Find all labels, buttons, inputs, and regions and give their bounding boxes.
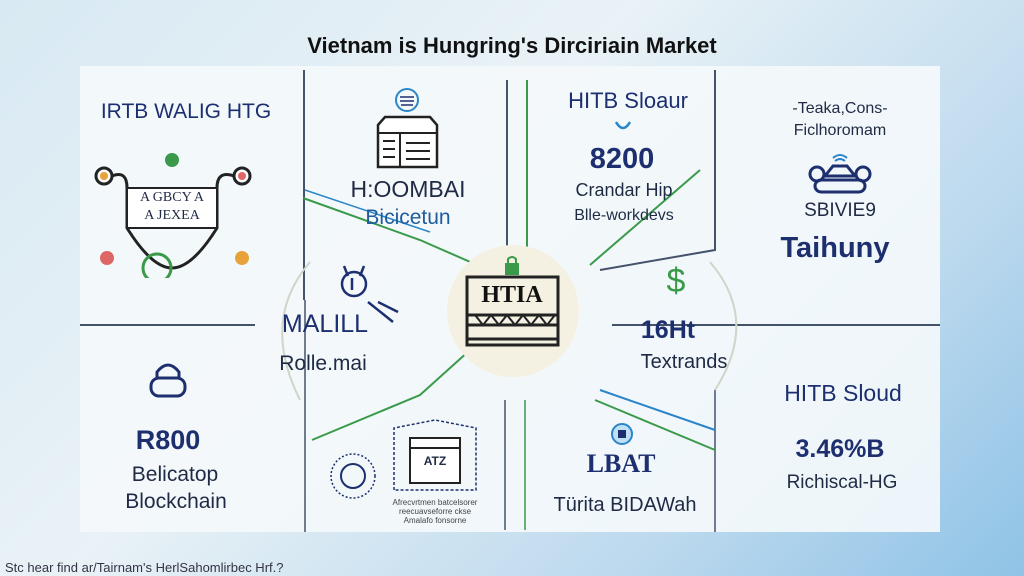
top-center-right-value: 8200 xyxy=(589,143,655,175)
globe-icon xyxy=(611,423,633,445)
seal-icon xyxy=(330,453,376,499)
shield-text-2: A JEXEA xyxy=(144,208,200,223)
footer-caption: Stc hear find ar/Tairnam's HerlSahomlirb… xyxy=(5,560,284,575)
page-title: Vietnam is Hungring's Dirciriain Market xyxy=(307,33,717,58)
stamp-caption: Afrecvrtmen batcelsorer reecuavseforre c… xyxy=(392,498,478,525)
bottom-center-right-logo: LBAT xyxy=(586,449,656,478)
bottom-right-value: 3.46%B xyxy=(795,435,885,463)
top-center-right-sub: Blle-workdevs xyxy=(574,207,674,224)
server-building-icon xyxy=(376,88,439,169)
shield-text-1: A GBCY A xyxy=(139,190,205,205)
top-right-line2: Ficlhoromam xyxy=(793,122,887,139)
mid-left-sub: Rolle.mai xyxy=(279,352,367,375)
dollar-icon: $ xyxy=(666,262,686,300)
top-center-left-label: H:OOMBAI xyxy=(350,176,466,202)
mid-left-heading: MALILL xyxy=(281,310,369,338)
lock-icon xyxy=(149,363,187,398)
mid-right-label: Textrands xyxy=(640,351,728,373)
top-center-right-heading: HITB Sloaur xyxy=(568,88,688,113)
top-center-left-sub: Bicicetun xyxy=(365,206,451,229)
bottom-left-label: Belicatop xyxy=(131,463,219,486)
shield-crest-icon xyxy=(94,153,252,278)
cat-tool-icon xyxy=(340,265,399,323)
bottom-left-sub: Blockchain xyxy=(125,490,227,513)
top-center-right-label: Crandar Hip xyxy=(575,180,673,200)
bottom-left-value: R800 xyxy=(135,425,201,455)
center-label: HTIA xyxy=(481,282,543,308)
top-right-label: SBIVIE9 xyxy=(804,200,876,221)
top-left-heading: IRTB WALIG HTG xyxy=(100,100,272,123)
lock-building-icon xyxy=(465,256,560,347)
bottom-right-label: Richiscal-HG xyxy=(786,472,898,493)
smile-arc-icon xyxy=(614,121,632,130)
network-robot-icon xyxy=(808,154,872,194)
mid-right-value: 16Ht xyxy=(640,316,696,344)
top-right-heading: Taihuny xyxy=(780,232,890,264)
bottom-center-right-label: Türita BIDAWah xyxy=(553,494,697,516)
bottom-right-heading: HITB Sloud xyxy=(784,380,902,406)
stamp-text: ATZ xyxy=(423,454,447,468)
top-right-line1: -Teaka,Cons- xyxy=(792,100,888,117)
stamp-building-icon xyxy=(393,419,477,491)
